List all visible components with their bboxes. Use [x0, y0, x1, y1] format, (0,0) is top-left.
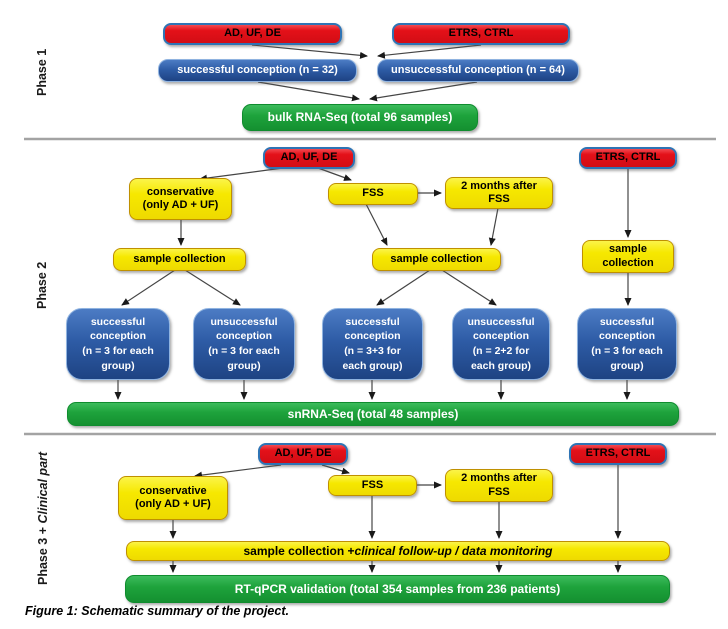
p2-node-sample-collection-mid: sample collection — [372, 248, 501, 271]
p2-node-group4: unsuccessful conception (n = 2+2 for eac… — [452, 308, 550, 380]
phase3-label-clinical: Clinical part — [36, 451, 50, 524]
figure-caption: Figure 1: Schematic summary of the proje… — [25, 604, 289, 618]
p3-node-conservative: conservative (only AD + UF) — [118, 476, 228, 520]
p1-node-bulk-rnaseq: bulk RNA-Seq (total 96 samples) — [242, 104, 478, 131]
p2-node-group3: successful conception (n = 3+3 for each … — [322, 308, 423, 380]
p3-node-sample-collection-bar: sample collection + clinical follow-up /… — [126, 541, 670, 561]
p2-node-group2: unsuccessful conception (n = 3 for each … — [193, 308, 295, 380]
p2-node-ad-uf-de: AD, UF, DE — [263, 147, 355, 169]
p3-collection-text-italic: clinical follow-up / data monitoring — [354, 543, 553, 558]
p2-node-group5: successful conception (n = 3 for each gr… — [577, 308, 677, 380]
p2-node-sample-collection-right: sample collection — [582, 240, 674, 273]
p3-node-etrs-ctrl: ETRS, CTRL — [569, 443, 667, 465]
p2-node-snrnaseq: snRNA-Seq (total 48 samples) — [67, 402, 679, 426]
phase3-label-prefix: Phase 3 + — [36, 523, 50, 585]
p2-node-etrs-ctrl: ETRS, CTRL — [579, 147, 677, 169]
p2-node-2-months-after-fss: 2 months after FSS — [445, 177, 553, 209]
p1-node-successful: successful conception (n = 32) — [158, 59, 357, 82]
phase3-label: Phase 3 + Clinical part — [36, 452, 50, 585]
p3-node-ad-uf-de: AD, UF, DE — [258, 443, 348, 465]
p2-node-group1: successful conception (n = 3 for each gr… — [66, 308, 170, 380]
phase1-label: Phase 1 — [35, 48, 49, 96]
p2-node-conservative: conservative (only AD + UF) — [129, 178, 232, 220]
p1-node-etrs-ctrl: ETRS, CTRL — [392, 23, 570, 45]
p3-collection-text: sample collection + — [243, 543, 355, 558]
p1-node-unsuccessful: unsuccessful conception (n = 64) — [377, 59, 579, 82]
p3-node-rtqpcr: RT-qPCR validation (total 354 samples fr… — [125, 575, 670, 603]
p1-node-ad-uf-de: AD, UF, DE — [163, 23, 342, 45]
p3-node-2-months-after-fss: 2 months after FSS — [445, 469, 553, 502]
p2-node-sample-collection-left: sample collection — [113, 248, 246, 271]
p3-node-fss: FSS — [328, 475, 417, 496]
p2-node-fss: FSS — [328, 183, 418, 205]
phase2-label: Phase 2 — [35, 261, 49, 309]
